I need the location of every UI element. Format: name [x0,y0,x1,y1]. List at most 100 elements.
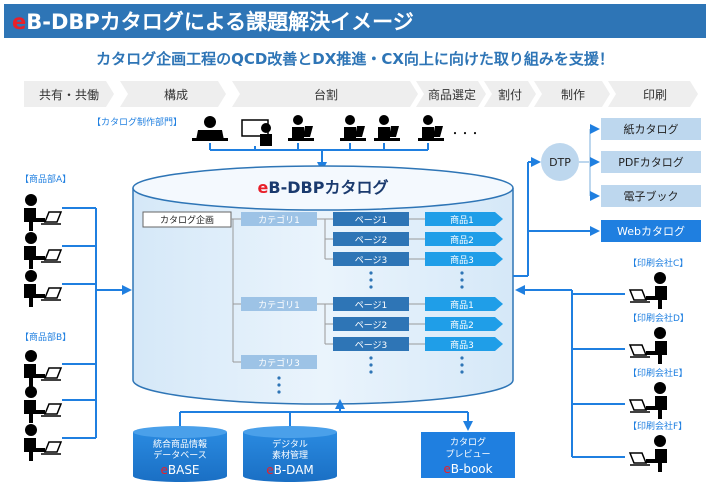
printer-connector [515,285,625,458]
dept-connector [209,143,429,172]
person-icon [629,381,668,420]
person-icon [23,349,62,388]
system-line1: カタログ [450,436,486,448]
person-icon [23,193,62,232]
product-dept-connector [62,207,132,439]
category-label: カテゴリ3 [258,357,300,369]
page-box [333,297,409,311]
process-step-label: 印刷 [643,88,667,102]
process-step-shape [608,81,698,107]
person-icon [629,326,668,365]
process-step-shape [534,81,610,107]
printer-label: 【印刷会社E】 [628,367,688,379]
page-box [333,337,409,351]
system-name: eB-DAM [266,463,314,477]
person-icon [192,116,228,141]
process-step-shape [24,81,114,107]
category-box [241,297,317,311]
output-label: 紙カタログ [624,122,679,136]
output-label: PDFカタログ [618,155,683,169]
printer-label: 【印刷会社C】 [628,257,688,269]
ellipsis-dots [277,271,464,394]
printer-label: 【印刷会社F】 [628,420,687,432]
product-box [425,337,503,351]
system-ebase: 統合商品情報 データベース eBASE [133,426,227,482]
product-label: 商品2 [450,319,474,331]
person-icon [629,271,668,310]
system-connector [179,399,473,431]
product-box [425,297,503,311]
system-line2: プレビュー [445,449,490,460]
output-box [601,151,701,173]
process-step-shape [232,81,418,107]
web-catalog-box [601,220,701,242]
product-label: 商品3 [450,254,474,266]
system-line1: 統合商品情報 [153,438,207,450]
person-icon [23,231,62,270]
process-step-label: 構成 [164,88,188,102]
process-step-shape [484,81,536,107]
page-box [333,212,409,226]
page-label: ページ2 [355,236,388,246]
process-step-label: 制作 [561,88,585,102]
product-label: 商品2 [450,234,474,246]
db-title: eB-DBPカタログ [258,178,389,197]
page-label: ページ2 [355,321,388,331]
system-line2: データベース [153,449,207,461]
catalog-dept-people: ・・・ [192,115,480,146]
catalog-dept-label: 【カタログ制作部門】 [92,116,182,128]
tree-root-label: カタログ企画 [160,214,214,226]
page-box [333,252,409,266]
presenter-icon [241,119,272,146]
category-box [241,212,317,226]
process-step-label: 割付 [498,87,522,102]
product-dept-b-label: 【商品部B】 [20,331,71,343]
subtitle: カタログ企画工程のQCD改善とDX推進・CX向上に向けた取り組みを支援！ [96,50,614,68]
category-box [241,355,317,369]
system-name: eBASE [160,463,199,477]
db-tree: カタログ企画 カテゴリ1 カテゴリ1 カテゴリ3 [142,211,503,394]
person-icon [23,385,62,424]
product-box [425,317,503,331]
person-desk-icon [418,115,444,141]
person-icon [23,269,62,308]
product-box [425,232,503,246]
category-label: カテゴリ1 [258,299,300,311]
process-step-label: 台割 [314,87,338,102]
system-name: eB-book [443,462,492,476]
system-line2: 素材管理 [272,449,308,461]
db-cylinder [132,165,514,405]
person-desk-icon [288,115,314,141]
person-desk-icon [374,115,400,141]
header-bar [4,4,706,38]
process-step-label: 共有・共働 [39,88,99,102]
product-label: 商品1 [450,299,474,311]
page-title: eB-DBPカタログによる課題解決イメージ [12,10,414,34]
person-desk-icon [340,115,366,141]
product-label: 商品3 [450,339,474,351]
page-box [333,232,409,246]
person-icon [629,434,668,473]
system-ebdam: デジタル 素材管理 eB-DAM [243,426,337,482]
category-label: カテゴリ1 [258,214,300,226]
web-catalog-label: Webカタログ [617,224,685,238]
page-label: ページ3 [355,341,388,351]
process-step-label: 商品選定 [428,87,476,102]
output-box [601,118,701,140]
person-icon [23,423,62,462]
product-box [425,252,503,266]
output-box [601,185,701,207]
page-box [333,317,409,331]
process-step-shape [416,81,486,107]
output-label: 電子ブック [624,189,679,203]
product-label: 商品1 [450,214,474,226]
printer-label: 【印刷会社D】 [628,312,689,324]
page-label: ページ1 [355,301,388,311]
page-label: ページ1 [355,216,388,226]
system-ebbook: カタログ プレビュー eB-book [421,432,515,478]
product-box [425,212,503,226]
dtp-label: DTP [549,156,571,169]
dtp-connector [513,157,600,277]
